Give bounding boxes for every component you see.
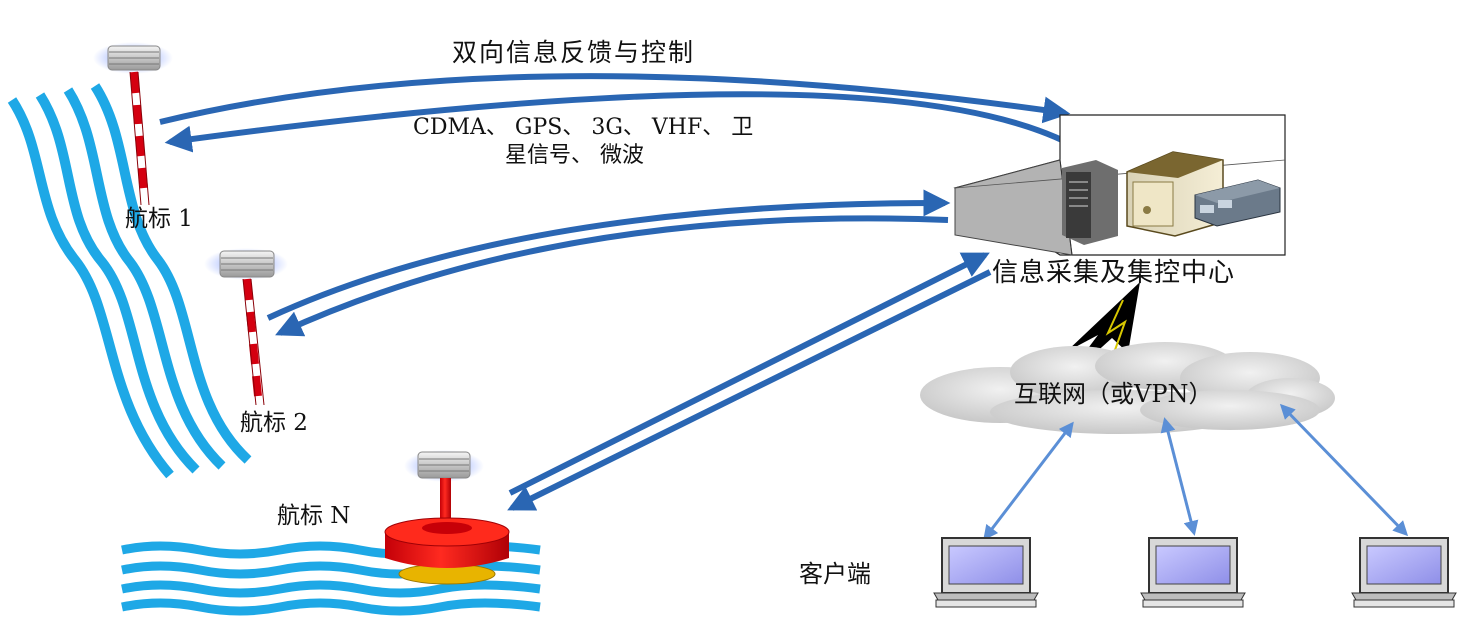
buoy-1-label: 航标 1 [125, 206, 193, 232]
computer-icon[interactable] [933, 537, 1039, 608]
client-label: 客户端 [799, 560, 871, 588]
feedback-title: 双向信息反馈与控制 [452, 38, 696, 67]
comm-methods-line-1: CDMA、 GPS、 3G、 VHF、 卫 [413, 115, 754, 140]
comm-methods-line-2: 星信号、 微波 [505, 143, 644, 168]
buoy-n-label: 航标 N [277, 503, 351, 529]
buoy-2-label: 航标 2 [240, 410, 308, 436]
rack-device-icon [1194, 179, 1281, 227]
client-computers [933, 537, 1457, 608]
control-center-label: 信息采集及集控中心 [992, 258, 1236, 288]
buoy-n-icon [384, 450, 510, 585]
control-center-icon [953, 114, 1286, 256]
tower-server-icon [1062, 160, 1118, 245]
computer-icon[interactable] [1140, 537, 1246, 608]
feedback-arrows [159, 73, 1074, 511]
buoy-1-icon [93, 42, 173, 206]
computer-icon[interactable] [1351, 537, 1457, 608]
internet-label: 互联网（或VPN） [1014, 380, 1213, 408]
client-arrows [983, 403, 1409, 541]
river-waves [7, 83, 252, 479]
buoy-2-icon [204, 248, 288, 406]
